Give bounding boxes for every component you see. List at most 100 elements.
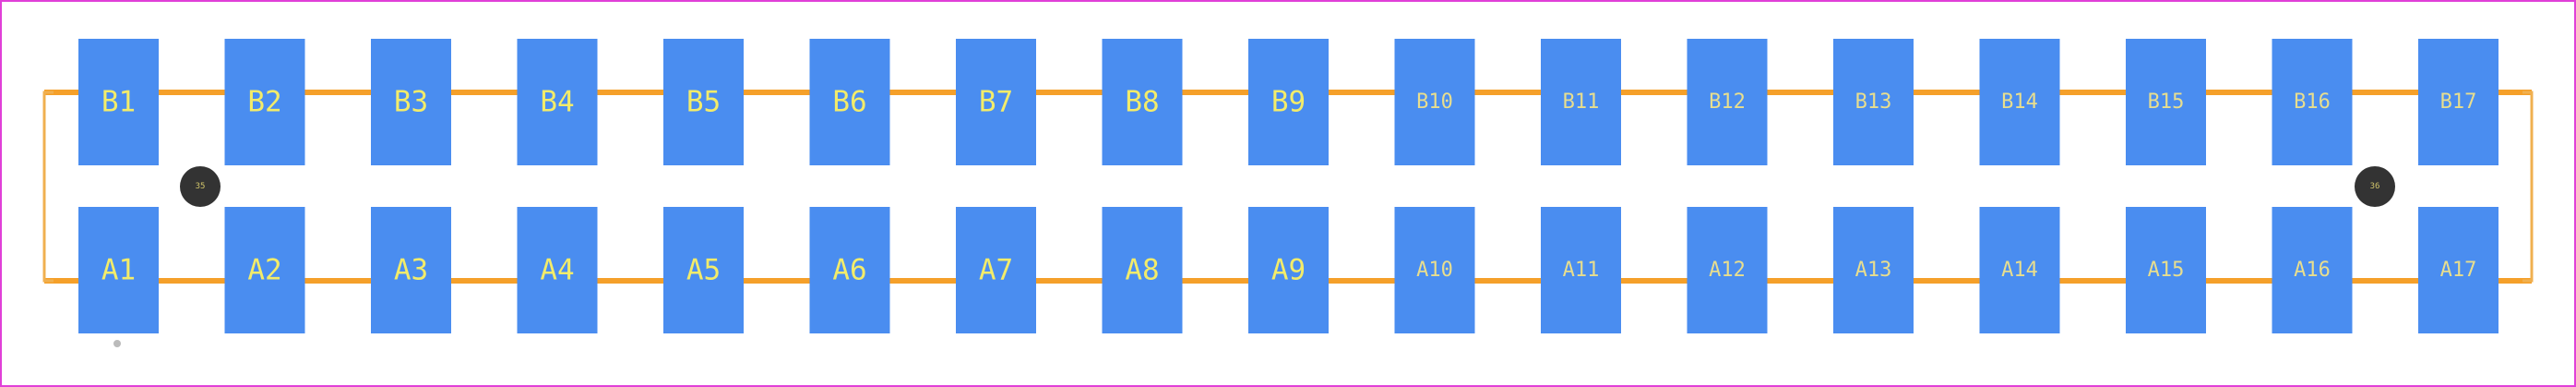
pad-label: B8 <box>1125 86 1159 119</box>
pad-shape <box>1687 207 1768 333</box>
pad-b16: B16 <box>2272 39 2353 165</box>
pad-label: A10 <box>1416 259 1453 282</box>
pad-label: A9 <box>1271 254 1306 287</box>
component-outline-sides <box>42 91 2534 283</box>
pad-a8: A8 <box>1102 207 1183 333</box>
pad-a1: A1 <box>78 207 159 333</box>
pad-b1: B1 <box>78 39 159 165</box>
pad-shape <box>1394 39 1475 165</box>
pad-label: A2 <box>247 254 281 287</box>
pad-shape <box>1541 39 1621 165</box>
pad-a17: A17 <box>2418 207 2498 333</box>
pad-label: A3 <box>394 254 428 287</box>
pad-label: A14 <box>2001 259 2038 282</box>
pad-label: A16 <box>2294 259 2331 282</box>
pad-shape <box>78 39 159 165</box>
pad-shape <box>1102 39 1183 165</box>
pad-label: B7 <box>979 86 1013 119</box>
pad-label: B4 <box>540 86 574 119</box>
pad-b13: B13 <box>1833 39 1914 165</box>
pad-shape <box>1102 207 1183 333</box>
pad-b7: B7 <box>956 39 1036 165</box>
pad-shape <box>2272 207 2353 333</box>
pad-shape <box>1248 39 1329 165</box>
pad-a9: A9 <box>1248 207 1329 333</box>
pad-a4: A4 <box>517 207 598 333</box>
pad-shape <box>224 207 305 333</box>
pad-label: A12 <box>1709 259 1746 282</box>
pad-label: A15 <box>2148 259 2185 282</box>
pad-shape <box>2126 39 2206 165</box>
pad-shape <box>1687 39 1768 165</box>
pad-b12: B12 <box>1687 39 1768 165</box>
pad-shape <box>809 39 890 165</box>
pad-shape <box>224 39 305 165</box>
pad-shape <box>1833 39 1914 165</box>
pad-shape <box>517 207 598 333</box>
pad-a13: A13 <box>1833 207 1914 333</box>
pad-shape <box>1833 207 1914 333</box>
pad-label: A11 <box>1563 259 1600 282</box>
pad-label: B3 <box>394 86 428 119</box>
pad-a6: A6 <box>809 207 890 333</box>
pad-shape <box>809 207 890 333</box>
pad-shape <box>371 39 451 165</box>
pad-label: B14 <box>2001 91 2038 114</box>
pad-label: A5 <box>686 254 721 287</box>
pad-shape <box>78 207 159 333</box>
pad-label: B13 <box>1855 91 1892 114</box>
pad-a14: A14 <box>1979 207 2060 333</box>
pad-label: B2 <box>247 86 281 119</box>
pad-a12: A12 <box>1687 207 1768 333</box>
pad-shape <box>2126 207 2206 333</box>
pad-b17: B17 <box>2418 39 2498 165</box>
pad-shape <box>1541 207 1621 333</box>
pad-a11: A11 <box>1541 207 1621 333</box>
pad-label: B10 <box>1416 91 1453 114</box>
pad-label: B9 <box>1271 86 1306 119</box>
pad-b14: B14 <box>1979 39 2060 165</box>
pad-label: A7 <box>979 254 1013 287</box>
pad-label: A1 <box>101 254 136 287</box>
pad-a16: A16 <box>2272 207 2353 333</box>
pin1-marker-dot <box>113 340 121 347</box>
pad-label: B16 <box>2294 91 2331 114</box>
pad-shape <box>956 207 1036 333</box>
pad-label: A6 <box>832 254 866 287</box>
pad-a7: A7 <box>956 207 1036 333</box>
outline-left-side <box>42 91 54 283</box>
pad-shape <box>371 207 451 333</box>
pad-shape <box>2272 39 2353 165</box>
pad-b15: B15 <box>2126 39 2206 165</box>
pad-a15: A15 <box>2126 207 2206 333</box>
pad-label: A4 <box>540 254 574 287</box>
pad-shape <box>2418 207 2498 333</box>
pad-shape <box>1979 39 2060 165</box>
pad-b11: B11 <box>1541 39 1621 165</box>
pad-b10: B10 <box>1394 39 1475 165</box>
pad-a10: A10 <box>1394 207 1475 333</box>
pad-b6: B6 <box>809 39 890 165</box>
pad-b5: B5 <box>663 39 744 165</box>
mounting-hole-left: 35 <box>180 166 221 207</box>
pad-a3: A3 <box>371 207 451 333</box>
pad-a5: A5 <box>663 207 744 333</box>
pad-b8: B8 <box>1102 39 1183 165</box>
pad-label: B6 <box>832 86 866 119</box>
pad-label: B11 <box>1563 91 1600 114</box>
mounting-hole-right-circle <box>2355 166 2395 207</box>
pad-shape <box>956 39 1036 165</box>
pad-label: B17 <box>2440 91 2477 114</box>
mounting-hole-left-circle <box>180 166 221 207</box>
pad-shape <box>1979 207 2060 333</box>
pad-label: A17 <box>2440 259 2477 282</box>
pad-row-bottom: A1 A2 A3 A4 A5 A6 A7 A8 A9 A10 A11 A12 A13 A14 A15 A16 A… <box>78 207 2498 333</box>
pad-row-top: B1 B2 B3 B4 B5 B6 B7 B8 B9 B10 B11 B12 B13 B14 B15 B16 B… <box>78 39 2498 165</box>
mounting-hole-right-label: 36 <box>2370 182 2380 191</box>
mounting-hole-right: 36 <box>2355 166 2395 207</box>
pad-label: B15 <box>2148 91 2185 114</box>
pad-shape <box>1394 207 1475 333</box>
pad-label: B5 <box>686 86 721 119</box>
